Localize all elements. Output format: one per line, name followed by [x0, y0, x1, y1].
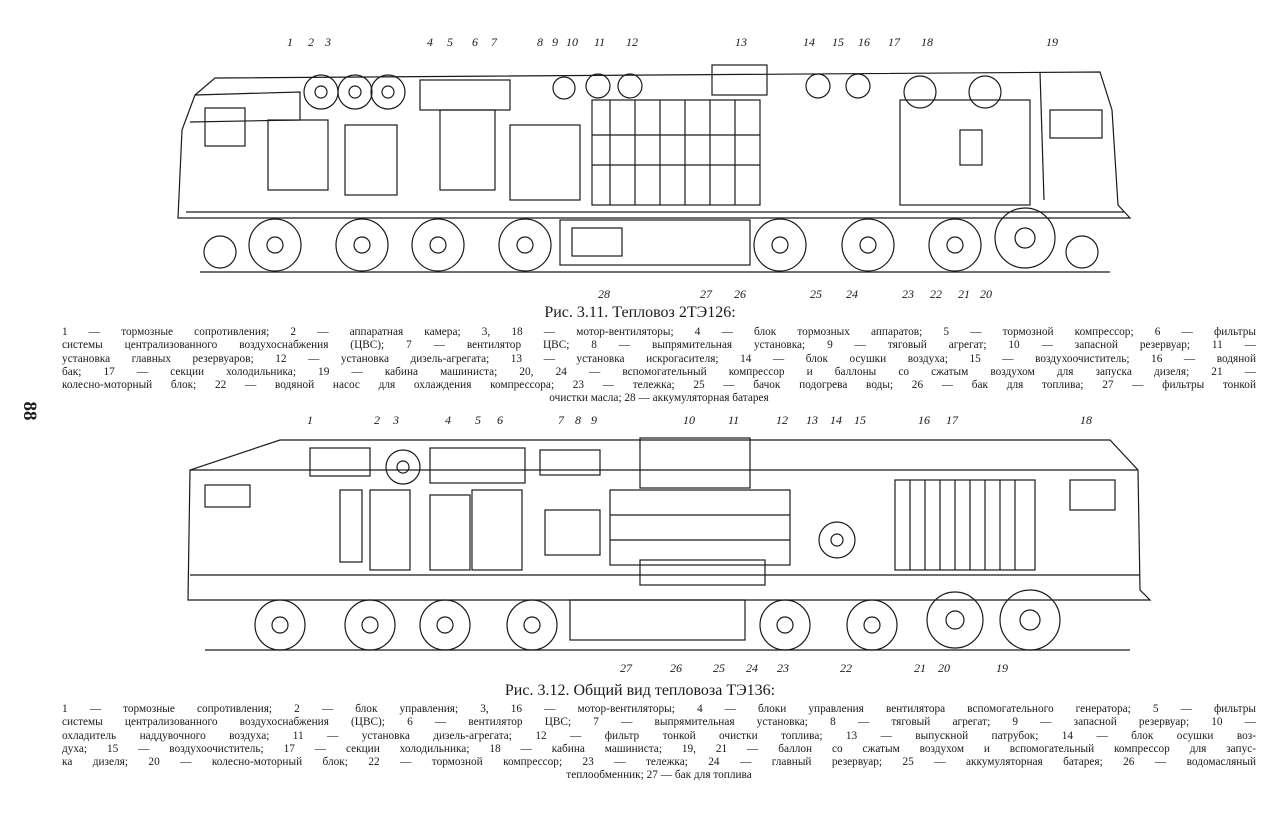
legend-line: 1 — тормозные сопротивления; 2 — блок уп…	[62, 703, 1256, 715]
callout: 7	[491, 35, 498, 49]
callouts-top: 1 2 3 4 5 6 7 8 9 10 11 12 13 14 15 16 1…	[307, 413, 1092, 427]
callout: 1	[307, 413, 313, 427]
callout: 27	[700, 287, 713, 301]
bogie-2	[753, 207, 1099, 272]
callout: 17	[946, 413, 959, 427]
callout: 24	[746, 661, 758, 675]
callouts-top: 1 2 3 4 5 6 7 8 9 10 11 12 13 14 15 16 1…	[287, 35, 1058, 49]
figure1-legend: 1 — тормозные сопротивления; 2 — аппарат…	[62, 326, 1256, 406]
callout: 7	[558, 413, 565, 427]
callout: 9	[591, 413, 597, 427]
callout: 10	[566, 35, 578, 49]
callout: 22	[930, 287, 942, 301]
locomotive-te136-drawing: 1 2 3 4 5 6 7 8 9 10 11 12 13 14 15 16 1…	[187, 413, 1152, 675]
callout: 23	[902, 287, 914, 301]
figure2-legend: 1 — тормозные сопротивления; 2 — блок уп…	[62, 703, 1256, 783]
callout: 20	[980, 287, 992, 301]
callout: 12	[626, 35, 638, 49]
callout: 2	[374, 413, 380, 427]
callout: 13	[806, 413, 818, 427]
callout: 3	[392, 413, 399, 427]
callout: 14	[803, 35, 815, 49]
callout: 6	[497, 413, 503, 427]
callout: 8	[575, 413, 581, 427]
diesel-engine	[591, 99, 761, 206]
callout: 22	[840, 661, 852, 675]
callout: 2	[308, 35, 314, 49]
legend-line: системы централизованного воздухоснабжен…	[62, 716, 1256, 729]
callout: 15	[832, 35, 844, 49]
callout: 1	[287, 35, 293, 49]
callout: 20	[938, 661, 950, 675]
body-outline	[177, 71, 1132, 219]
callout: 4	[427, 35, 433, 49]
callout: 25	[810, 287, 822, 301]
fuel-tank	[569, 599, 746, 641]
fuel-tank	[559, 219, 751, 266]
callout: 11	[728, 413, 739, 427]
callout: 21	[958, 287, 970, 301]
callout: 28	[598, 287, 610, 301]
figure2-caption: Рис. 3.12. Общий вид тепловоза ТЭ136:	[504, 682, 776, 699]
callout: 26	[734, 287, 746, 301]
legend-line: ка дизеля; 20 — колесно-моторный блок; 2…	[62, 756, 1256, 769]
figure1-caption: Рис. 3.11. Тепловоз 2ТЭ126:	[544, 304, 736, 321]
legend-line: духа; 15 — воздухоочиститель; 17 — секци…	[62, 742, 1256, 755]
callout: 8	[537, 35, 543, 49]
callout: 6	[472, 35, 478, 49]
callout: 18	[1080, 413, 1092, 427]
bogie-1	[254, 599, 558, 651]
legend-line: теплообменник; 27 — бак для топлива	[566, 769, 752, 782]
legend-line: колесно-моторный блок; 22 — водяной насо…	[62, 379, 1256, 392]
callout: 12	[776, 413, 788, 427]
locomotive-2te126-drawing: 1 2 3 4 5 6 7 8 9 10 11 12 13 14 15 16 1…	[177, 35, 1132, 301]
legend-line: установка главных резервуаров; 12 — уста…	[62, 352, 1256, 365]
legend-line: очистки масла; 28 — аккумуляторная батар…	[549, 392, 769, 405]
callout: 23	[777, 661, 789, 675]
legend-line: системы централизованного воздухоснабжен…	[62, 339, 1256, 352]
callout: 5	[447, 35, 453, 49]
radiator-fans	[303, 74, 406, 110]
callout: 19	[996, 661, 1008, 675]
callout: 16	[858, 35, 870, 49]
callout: 13	[735, 35, 747, 49]
callouts-bottom: 28 27 26 25 24 23 22 21 20	[598, 287, 992, 301]
body-outline	[187, 439, 1152, 601]
callouts-bottom: 27 26 25 24 23 22 21 20 19	[620, 661, 1008, 675]
legend-line: охладитель наддувочного воздуха; 11 — ус…	[62, 729, 1256, 742]
callout: 18	[921, 35, 933, 49]
callout: 15	[854, 413, 866, 427]
callout: 3	[324, 35, 331, 49]
callout: 26	[670, 661, 682, 675]
callout: 21	[914, 661, 926, 675]
callout: 11	[594, 35, 605, 49]
callout: 9	[552, 35, 558, 49]
callout: 10	[683, 413, 695, 427]
legend-line: 1 — тормозные сопротивления; 2 — аппарат…	[62, 326, 1256, 338]
diesel-engine	[609, 489, 791, 566]
callout: 19	[1046, 35, 1058, 49]
legend-line: бак; 17 — секции холодильника; 19 — каби…	[62, 365, 1256, 378]
callout: 17	[888, 35, 901, 49]
callout: 4	[445, 413, 451, 427]
bogie-2	[759, 589, 1061, 651]
callout: 25	[713, 661, 725, 675]
callout: 27	[620, 661, 633, 675]
bogie-1	[203, 218, 552, 272]
callout: 5	[475, 413, 481, 427]
callout: 16	[918, 413, 930, 427]
callout: 24	[846, 287, 858, 301]
callout: 14	[830, 413, 842, 427]
